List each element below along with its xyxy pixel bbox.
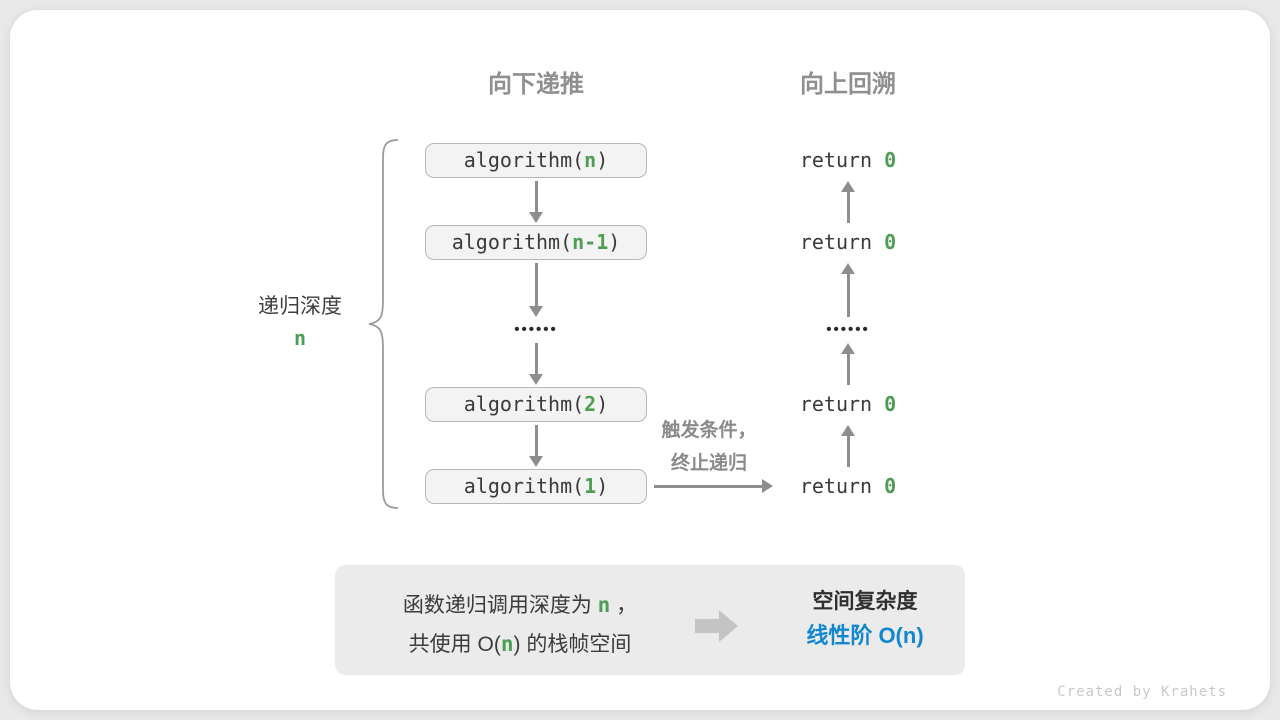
return-line: return 0 [737,391,959,417]
backtrack-header: 向上回溯 [800,71,896,98]
call-arg: 2 [584,392,597,416]
call-suffix: ) [596,148,609,172]
summary-left-text: 函数递归调用深度为 n ， 共使用 O(n) 的栈帧空间 [355,586,685,664]
return-keyword: return [799,392,885,416]
diagram-card: 向下递推 向上回溯 递归深度 n algorithm(n) algorithm(… [10,10,1270,710]
call-box-2: algorithm(2) [425,387,647,422]
return-value: 0 [884,148,897,172]
recurse-header: 向下递推 [488,71,584,98]
depth-label-value: n [293,326,307,350]
call-prefix: algorithm( [463,474,585,498]
trigger-label-line2: 终止递归 [670,453,747,474]
return-line: return 0 [737,147,959,173]
call-prefix: algorithm( [451,230,573,254]
up-arrow-icon [841,263,855,317]
space-complexity-title: 空间复杂度 [812,590,918,613]
trigger-label: 触发条件， 终止递归 [648,414,770,480]
trigger-label-line1: 触发条件， [661,420,757,441]
call-prefix: algorithm( [463,392,585,416]
up-arrow-icon [841,343,855,385]
backtrack-ellipsis: •••••• [826,321,870,338]
down-arrow-icon [529,263,543,317]
summary-panel: 函数递归调用深度为 n ， 共使用 O(n) 的栈帧空间 空间复杂度 线性阶 O… [335,565,965,675]
call-arg: n [584,148,597,172]
return-line: return 0 [737,229,959,255]
curly-brace-icon [368,139,399,509]
space-complexity-result: 线性阶 O(n) [806,623,924,648]
call-suffix: ) [596,392,609,416]
down-arrow-icon [529,343,543,385]
return-keyword: return [799,230,885,254]
return-value: 0 [884,392,897,416]
return-keyword: return [799,474,885,498]
summary-line1-n: n [597,593,611,617]
footer-credit: Created by Krahets [1057,684,1227,700]
call-arg: 1 [584,474,597,498]
summary-line1-pre: 函数递归调用深度为 [402,594,598,617]
return-value: 0 [884,474,897,498]
return-line: return 0 [737,473,959,499]
right-arrow-icon [654,479,773,493]
summary-line2-pre: 共使用 O( [408,633,501,656]
depth-label: 递归深度 n [238,293,362,355]
call-arg: n-1 [572,230,609,254]
summary-line2-post: ) 的栈帧空间 [513,633,632,656]
call-suffix: ) [608,230,621,254]
summary-line2-n: n [500,632,514,656]
call-box-n: algorithm(n) [425,143,647,178]
up-arrow-icon [841,425,855,467]
call-box-n-1: algorithm(n-1) [425,225,647,260]
up-arrow-icon [841,181,855,223]
block-arrow-icon [695,610,738,642]
call-box-1: algorithm(1) [425,469,647,504]
summary-right-text: 空间复杂度 线性阶 O(n) [775,587,955,655]
summary-line1: 函数递归调用深度为 n ， [355,586,685,625]
return-value: 0 [884,230,897,254]
recurse-ellipsis: •••••• [514,321,558,338]
return-keyword: return [799,148,885,172]
call-suffix: ) [596,474,609,498]
depth-label-text: 递归深度 [258,295,342,318]
summary-line1-post: ， [610,594,638,617]
summary-line2: 共使用 O(n) 的栈帧空间 [355,625,685,664]
call-prefix: algorithm( [463,148,585,172]
down-arrow-icon [529,181,543,223]
down-arrow-icon [529,425,543,467]
